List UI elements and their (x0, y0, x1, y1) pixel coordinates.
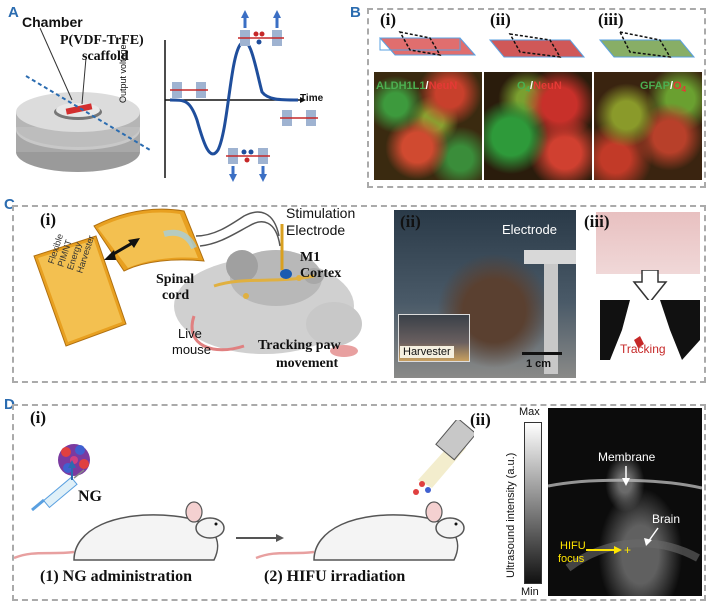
tracking-mask-shapes (600, 300, 700, 360)
syringe-icon (31, 469, 85, 512)
live-mouse-label-2: mouse (172, 342, 212, 357)
hifu-focus-label-1: HIFU (560, 540, 586, 552)
colorbar-axis-label: Ultrasound intensity (a.u.) (505, 452, 517, 578)
stain-iii-o4: O (673, 80, 682, 92)
stain-label-iii: GFAP/O4 (640, 80, 686, 94)
panel-d-sub-ii: (ii) (470, 410, 491, 429)
nanogel-particle-icon (58, 444, 90, 476)
stain-ii-o4: O (517, 80, 526, 92)
process-arrow-icon (236, 534, 284, 542)
panel-c-sub-i: (i) (40, 210, 57, 229)
stain-iii-slash: / (669, 80, 674, 92)
stain-iii-o4-sub: 4 (681, 85, 687, 95)
micrograph-i (374, 72, 482, 180)
m1-cortex-label-1: M1 (300, 250, 321, 265)
chamber-illustration (16, 92, 140, 172)
x-axis-label: Time (300, 93, 324, 104)
tracking-paw-label-2: movement (276, 356, 339, 371)
device-state-icon-compress (226, 148, 270, 182)
scale-bar (522, 352, 562, 355)
panel-c-sub-ii: (ii) (400, 212, 421, 231)
panel-d-sub-i: (i) (30, 408, 47, 427)
stain-ii-o4-sub: 4 (525, 85, 531, 95)
panel-b-sub-ii: (ii) (490, 10, 511, 29)
stain-i-aldh1l1: ALDH1L1 (376, 80, 426, 92)
bend-double-arrow-icon (104, 238, 140, 260)
apparatus-post (544, 264, 558, 374)
membrane-label: Membrane (598, 450, 656, 464)
volume-render-iii (598, 30, 696, 58)
stain-i-neun: NeuN (428, 80, 458, 92)
mouse-2-illustration (255, 501, 465, 561)
tracking-down-arrow-icon (632, 270, 668, 304)
stain-label-i: ALDH1L1/NeuN (376, 80, 457, 92)
ng-label: NG (78, 488, 102, 505)
brain-label: Brain (652, 512, 681, 526)
step-2-label: (2) HIFU irradiation (264, 568, 406, 585)
device-state-icon-rest (170, 82, 208, 98)
paw-photo (596, 212, 700, 274)
mouse-1-illustration (14, 501, 225, 561)
hifu-transducer-icon (413, 420, 474, 495)
photo-electrode-label: Electrode (502, 222, 557, 237)
spinal-cord-label-2: cord (162, 288, 190, 303)
step-1-label: (1) NG administration (40, 568, 192, 585)
photo-harvester-label: Harvester (400, 346, 454, 358)
micrograph-iii (594, 72, 702, 180)
panel-b-sub-iii: (iii) (598, 10, 624, 29)
flexible-harvester-illustration (33, 208, 205, 347)
panel-c-box (12, 205, 706, 383)
panel-d-box (12, 404, 706, 601)
tracking-label: Tracking (620, 342, 666, 356)
stain-ii-slash: / (530, 80, 534, 92)
stain-ii-neun: NeuN (533, 80, 562, 92)
stimulation-electrode-label-1: Stimulation (286, 205, 356, 221)
ultrasound-features: + (548, 466, 702, 572)
hifu-focus-label-2: focus (558, 553, 585, 565)
stain-i-slash: / (425, 80, 429, 92)
y-axis-label: Output voltage (118, 44, 128, 103)
colorbar-max-label: Max (519, 406, 540, 418)
m1-cortex-label-2: Cortex (300, 266, 342, 281)
volume-render-ii (488, 33, 586, 58)
output-voltage-waveform (169, 40, 299, 156)
live-mouse-label-1: Live (178, 326, 202, 341)
panel-a-label: A (8, 4, 19, 21)
scaffold-label-line1: P(VDF-TrFE) (60, 33, 144, 48)
micrograph-ii (484, 72, 592, 180)
panel-a-figure (16, 10, 318, 182)
panel-d-label: D (4, 396, 15, 413)
mouse-illustration (174, 250, 362, 357)
panel-b-label: B (350, 4, 361, 21)
panel-b-volume-renders (378, 30, 696, 58)
chamber-label: Chamber (22, 14, 83, 30)
device-state-icon-stretch (238, 10, 284, 46)
ultrasound-image: + (548, 408, 702, 596)
scaffold-label-line2: scaffold (82, 49, 129, 64)
scale-bar-label: 1 cm (526, 358, 552, 370)
colorbar-min-label: Min (521, 586, 539, 598)
panel-c-label: C (4, 196, 15, 213)
stain-label-ii: O4/NeuN (517, 80, 562, 94)
tracking-paw-label-1: Tracking paw (258, 338, 341, 353)
apparatus-bar (524, 250, 576, 264)
device-state-icon-release (280, 110, 318, 126)
svg-text:+: + (624, 543, 631, 557)
tracking-mask (600, 300, 700, 366)
volume-render-i (378, 30, 477, 57)
spinal-cord-label-1: Spinal (156, 272, 195, 287)
stain-iii-gfap: GFAP (640, 80, 670, 92)
panel-c-sub-iii: (iii) (584, 212, 610, 231)
panel-b-box (367, 8, 706, 188)
intensity-colorbar (524, 422, 542, 584)
panel-d-illustration (14, 420, 474, 561)
stimulation-electrode-label-2: Electrode (286, 222, 346, 238)
panel-b-sub-i: (i) (380, 10, 397, 29)
panel-c-illustration (33, 208, 362, 357)
